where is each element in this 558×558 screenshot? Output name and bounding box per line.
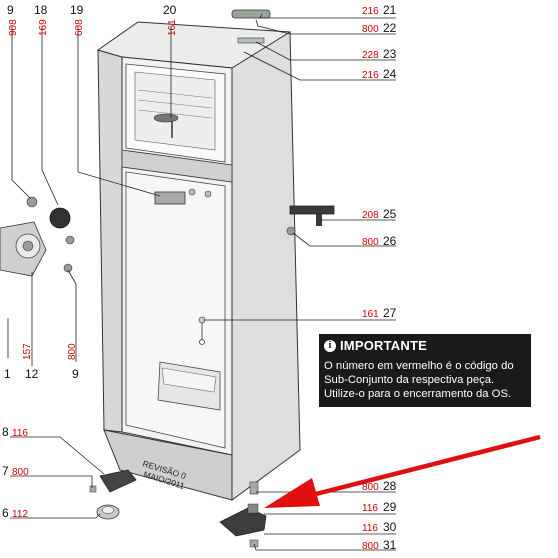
- callout-number: 21: [383, 3, 397, 17]
- callout-number: 23: [383, 47, 397, 61]
- callout-number: 18: [34, 3, 48, 17]
- callout-number: 31: [383, 538, 397, 552]
- top-callouts: 9 908 18 169 19 608 20 161: [7, 3, 178, 36]
- bracket-part: [237, 37, 265, 44]
- notice-line: Utilize-o para o encerramento da OS.: [324, 388, 512, 400]
- callout-number: 29: [383, 500, 397, 514]
- callout-code: 169: [38, 19, 49, 36]
- callout-code: 208: [362, 210, 379, 221]
- callout-number: 28: [383, 479, 397, 493]
- red-arrow: [264, 434, 541, 508]
- callout-number: 22: [383, 21, 397, 35]
- notice-header: i IMPORTANTE: [324, 338, 526, 353]
- callout-number: 8: [2, 425, 9, 439]
- notice-line: Sub-Conjunto da respectiva peça.: [324, 374, 495, 386]
- right-callouts: 216 21 800 22 228 23 216 24 208 25 800 2…: [362, 3, 397, 552]
- hinge-pin-part: [249, 481, 259, 495]
- callout-number: 24: [383, 67, 397, 81]
- left-screw-part: [26, 196, 38, 208]
- callout-number: 6: [2, 506, 9, 520]
- notice-line: O número em vermelho é o código do: [324, 360, 514, 372]
- callout-code: 216: [362, 6, 379, 17]
- callout-code: 800: [362, 24, 379, 35]
- sensor-bracket-part: [154, 191, 186, 205]
- callout-code: 800: [362, 237, 379, 248]
- parts: [0, 9, 335, 548]
- callout-number: 20: [163, 3, 177, 17]
- info-icon: i: [324, 339, 336, 352]
- callout-code: 800: [67, 343, 78, 360]
- callout-code: 161: [167, 19, 178, 36]
- callout-code: 161: [362, 309, 379, 320]
- knob-part: [49, 207, 71, 229]
- callout-code: 216: [362, 70, 379, 81]
- callout-number: 9: [72, 367, 79, 381]
- callout-number: 12: [25, 367, 39, 381]
- callout-code: 800: [362, 482, 379, 493]
- callout-code: 116: [362, 503, 378, 514]
- callout-number: 9: [7, 3, 14, 17]
- notice-title: IMPORTANTE: [340, 338, 427, 353]
- callout-number: 1: [4, 367, 11, 381]
- callout-code: 157: [22, 343, 33, 360]
- callout-number: 27: [383, 306, 397, 320]
- thermostat-part: [153, 113, 179, 123]
- callout-code: 908: [8, 19, 19, 36]
- callout-number: 25: [383, 207, 397, 221]
- callout-number: 19: [70, 3, 84, 17]
- middle-hinge-part: [289, 205, 335, 215]
- callout-code: 608: [74, 19, 85, 36]
- callout-code: 800: [362, 541, 379, 552]
- important-notice: i IMPORTANTE O número em vermelho é o có…: [319, 334, 531, 407]
- bottom-hinge-part: [219, 507, 267, 537]
- leader-lines: [7, 13, 396, 551]
- callout-code: 116: [12, 428, 28, 439]
- adjustable-foot-part: [99, 469, 137, 493]
- callout-code: 228: [362, 50, 379, 61]
- callout-code: 116: [362, 523, 378, 534]
- callout-number: 7: [2, 464, 9, 478]
- left-bottom-callouts: 1 157 12 800 9: [4, 343, 79, 381]
- callout-number: 26: [383, 234, 397, 248]
- callout-number: 30: [383, 520, 397, 534]
- notice-text: O número em vermelho é o código do Sub-C…: [324, 359, 526, 401]
- refrigerator-cabinet: [96, 21, 301, 501]
- left-callouts: 8 116 7 800 6 112: [2, 425, 29, 520]
- hinge-cover-part: [231, 9, 271, 19]
- callout-code: 112: [12, 509, 28, 520]
- callout-code: 800: [12, 467, 29, 478]
